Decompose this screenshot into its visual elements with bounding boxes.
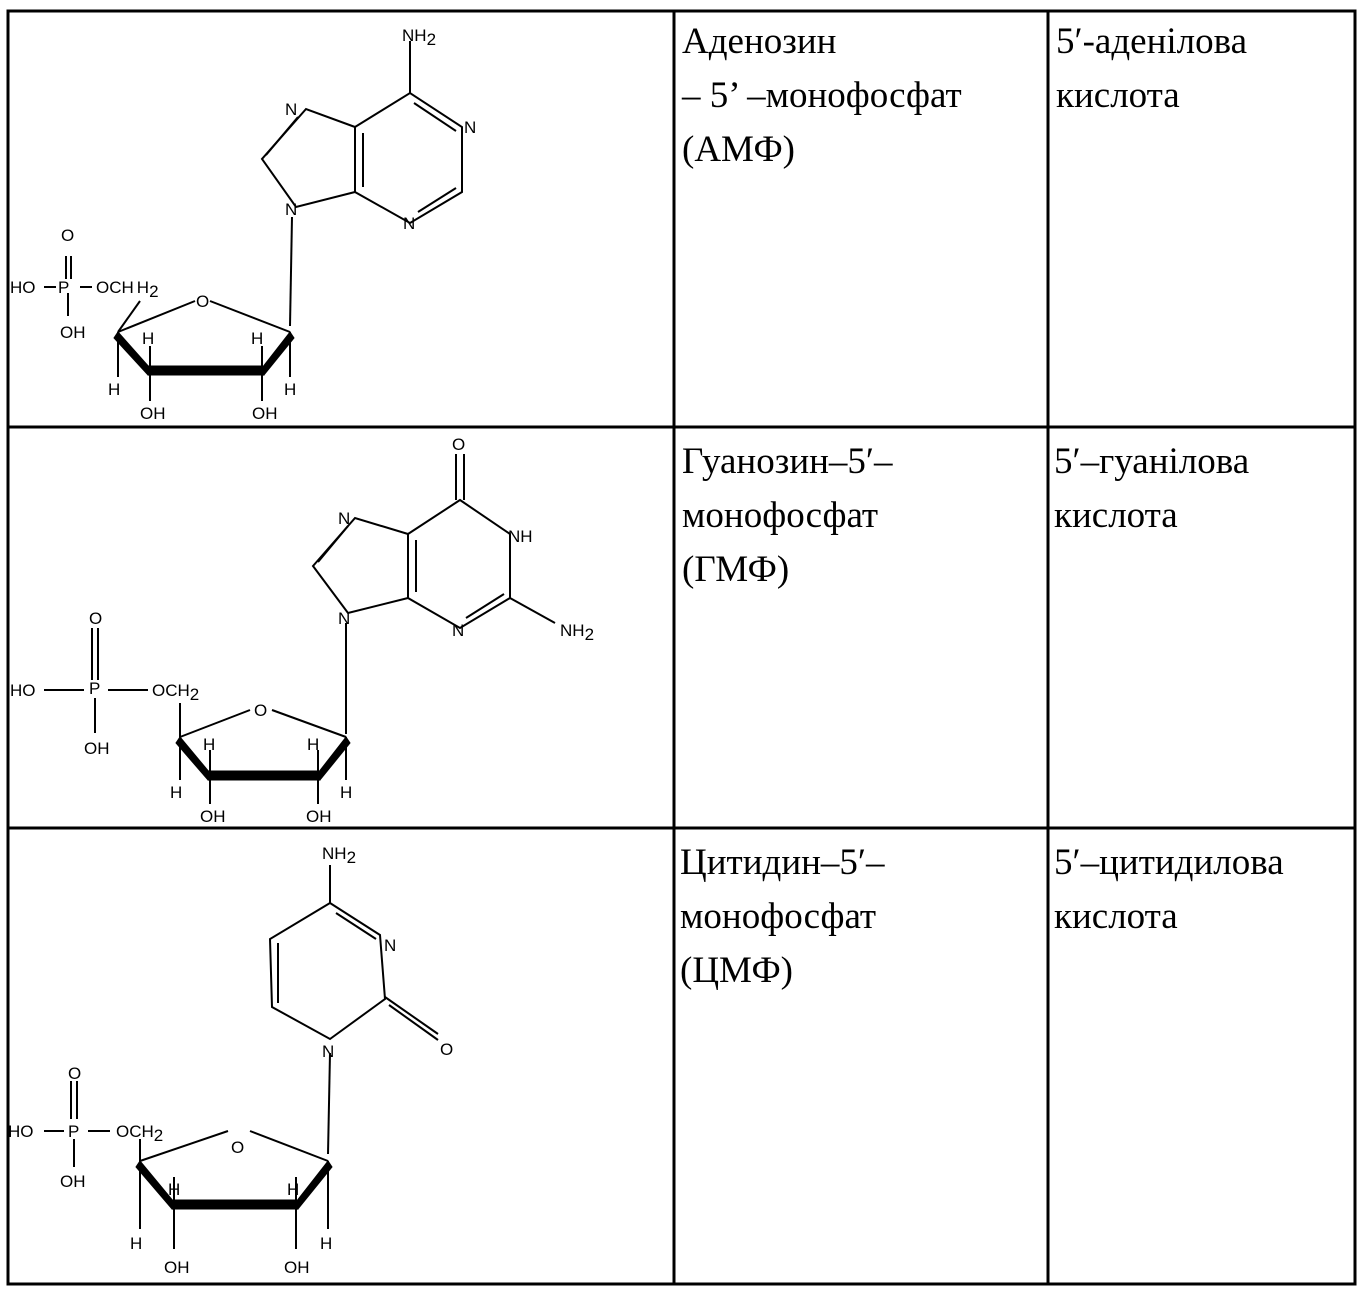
och2-label: OCH2 [152, 681, 199, 704]
n7-label: N [338, 509, 350, 528]
h-label: H [108, 380, 120, 399]
n1-label: N [322, 1042, 334, 1061]
n9-label: N [338, 609, 350, 628]
acid-name: 5′–гуанілова кислота [1054, 441, 1250, 536]
och2-label: OCH2 [116, 1122, 163, 1145]
n3-label: N [384, 936, 396, 955]
h-label: H [170, 783, 182, 802]
n7-label: N [285, 100, 297, 119]
phosphoryl-o-label: O [68, 1064, 81, 1083]
cytidine-monophosphate-structure: NH2 N O N O HO P OCH2 OH O H H H H OH OH [8, 844, 453, 1277]
nh2-label: NH2 [560, 621, 594, 644]
oh-label: OH [60, 1172, 86, 1191]
h-label: H [168, 1180, 180, 1199]
h-label: H [142, 329, 154, 348]
oh-label: OH [164, 1258, 190, 1277]
oh-label: OH [200, 807, 226, 826]
nh2-label: NH2 [322, 844, 356, 867]
carbonyl-o-label: O [440, 1040, 453, 1059]
oh-label: OH [60, 323, 86, 342]
n1-label: N [464, 118, 476, 137]
ho-label: HO [10, 278, 36, 297]
h-label: H [130, 1234, 142, 1253]
h-label: H [340, 783, 352, 802]
ring-o-label: O [254, 701, 267, 720]
h-label: H [251, 329, 263, 348]
acid-name: 5′-аденілова кислота [1056, 21, 1248, 116]
phosphorus-label: P [58, 278, 69, 297]
carbonyl-o-label: O [452, 435, 465, 454]
n9-label: N [285, 200, 297, 219]
phosphorus-label: P [68, 1122, 79, 1141]
h-label: H [320, 1234, 332, 1253]
n3-label: N [452, 621, 464, 640]
oh-label: OH [306, 807, 332, 826]
ho-label: HO [8, 1122, 34, 1141]
oh-label: OH [84, 739, 110, 758]
h-label: H [203, 735, 215, 754]
nh2-label: NH2 [402, 26, 436, 49]
ring-o-label: O [231, 1138, 244, 1157]
ring-o-label: O [196, 292, 209, 311]
h-label: H [284, 380, 296, 399]
n3-label: N [403, 214, 415, 233]
acid-name: 5′–цитидилова кислота [1054, 842, 1284, 937]
phosphoryl-o-label: O [89, 609, 102, 628]
oh-label: OH [140, 404, 166, 423]
compound-name: Цитидин–5′– монофосфат (ЦМФ) [680, 842, 885, 991]
h-label: H [307, 735, 319, 754]
compound-name: Аденозин – 5’ –монофосфат (АМФ) [682, 21, 962, 170]
oh-label: OH [284, 1258, 310, 1277]
phosphoryl-o-label: O [61, 226, 74, 245]
h-label: H [287, 1180, 299, 1199]
n1h-label: NH [508, 527, 533, 546]
guanosine-monophosphate-structure: O N NH N N NH2 O HO P OCH2 OH O H H H H … [10, 435, 594, 826]
ho-label: HO [10, 681, 36, 700]
phosphorus-label: P [89, 679, 100, 698]
compound-name: Гуанозин–5′– монофосфат (ГМФ) [682, 441, 893, 590]
oh-label: OH [252, 404, 278, 423]
